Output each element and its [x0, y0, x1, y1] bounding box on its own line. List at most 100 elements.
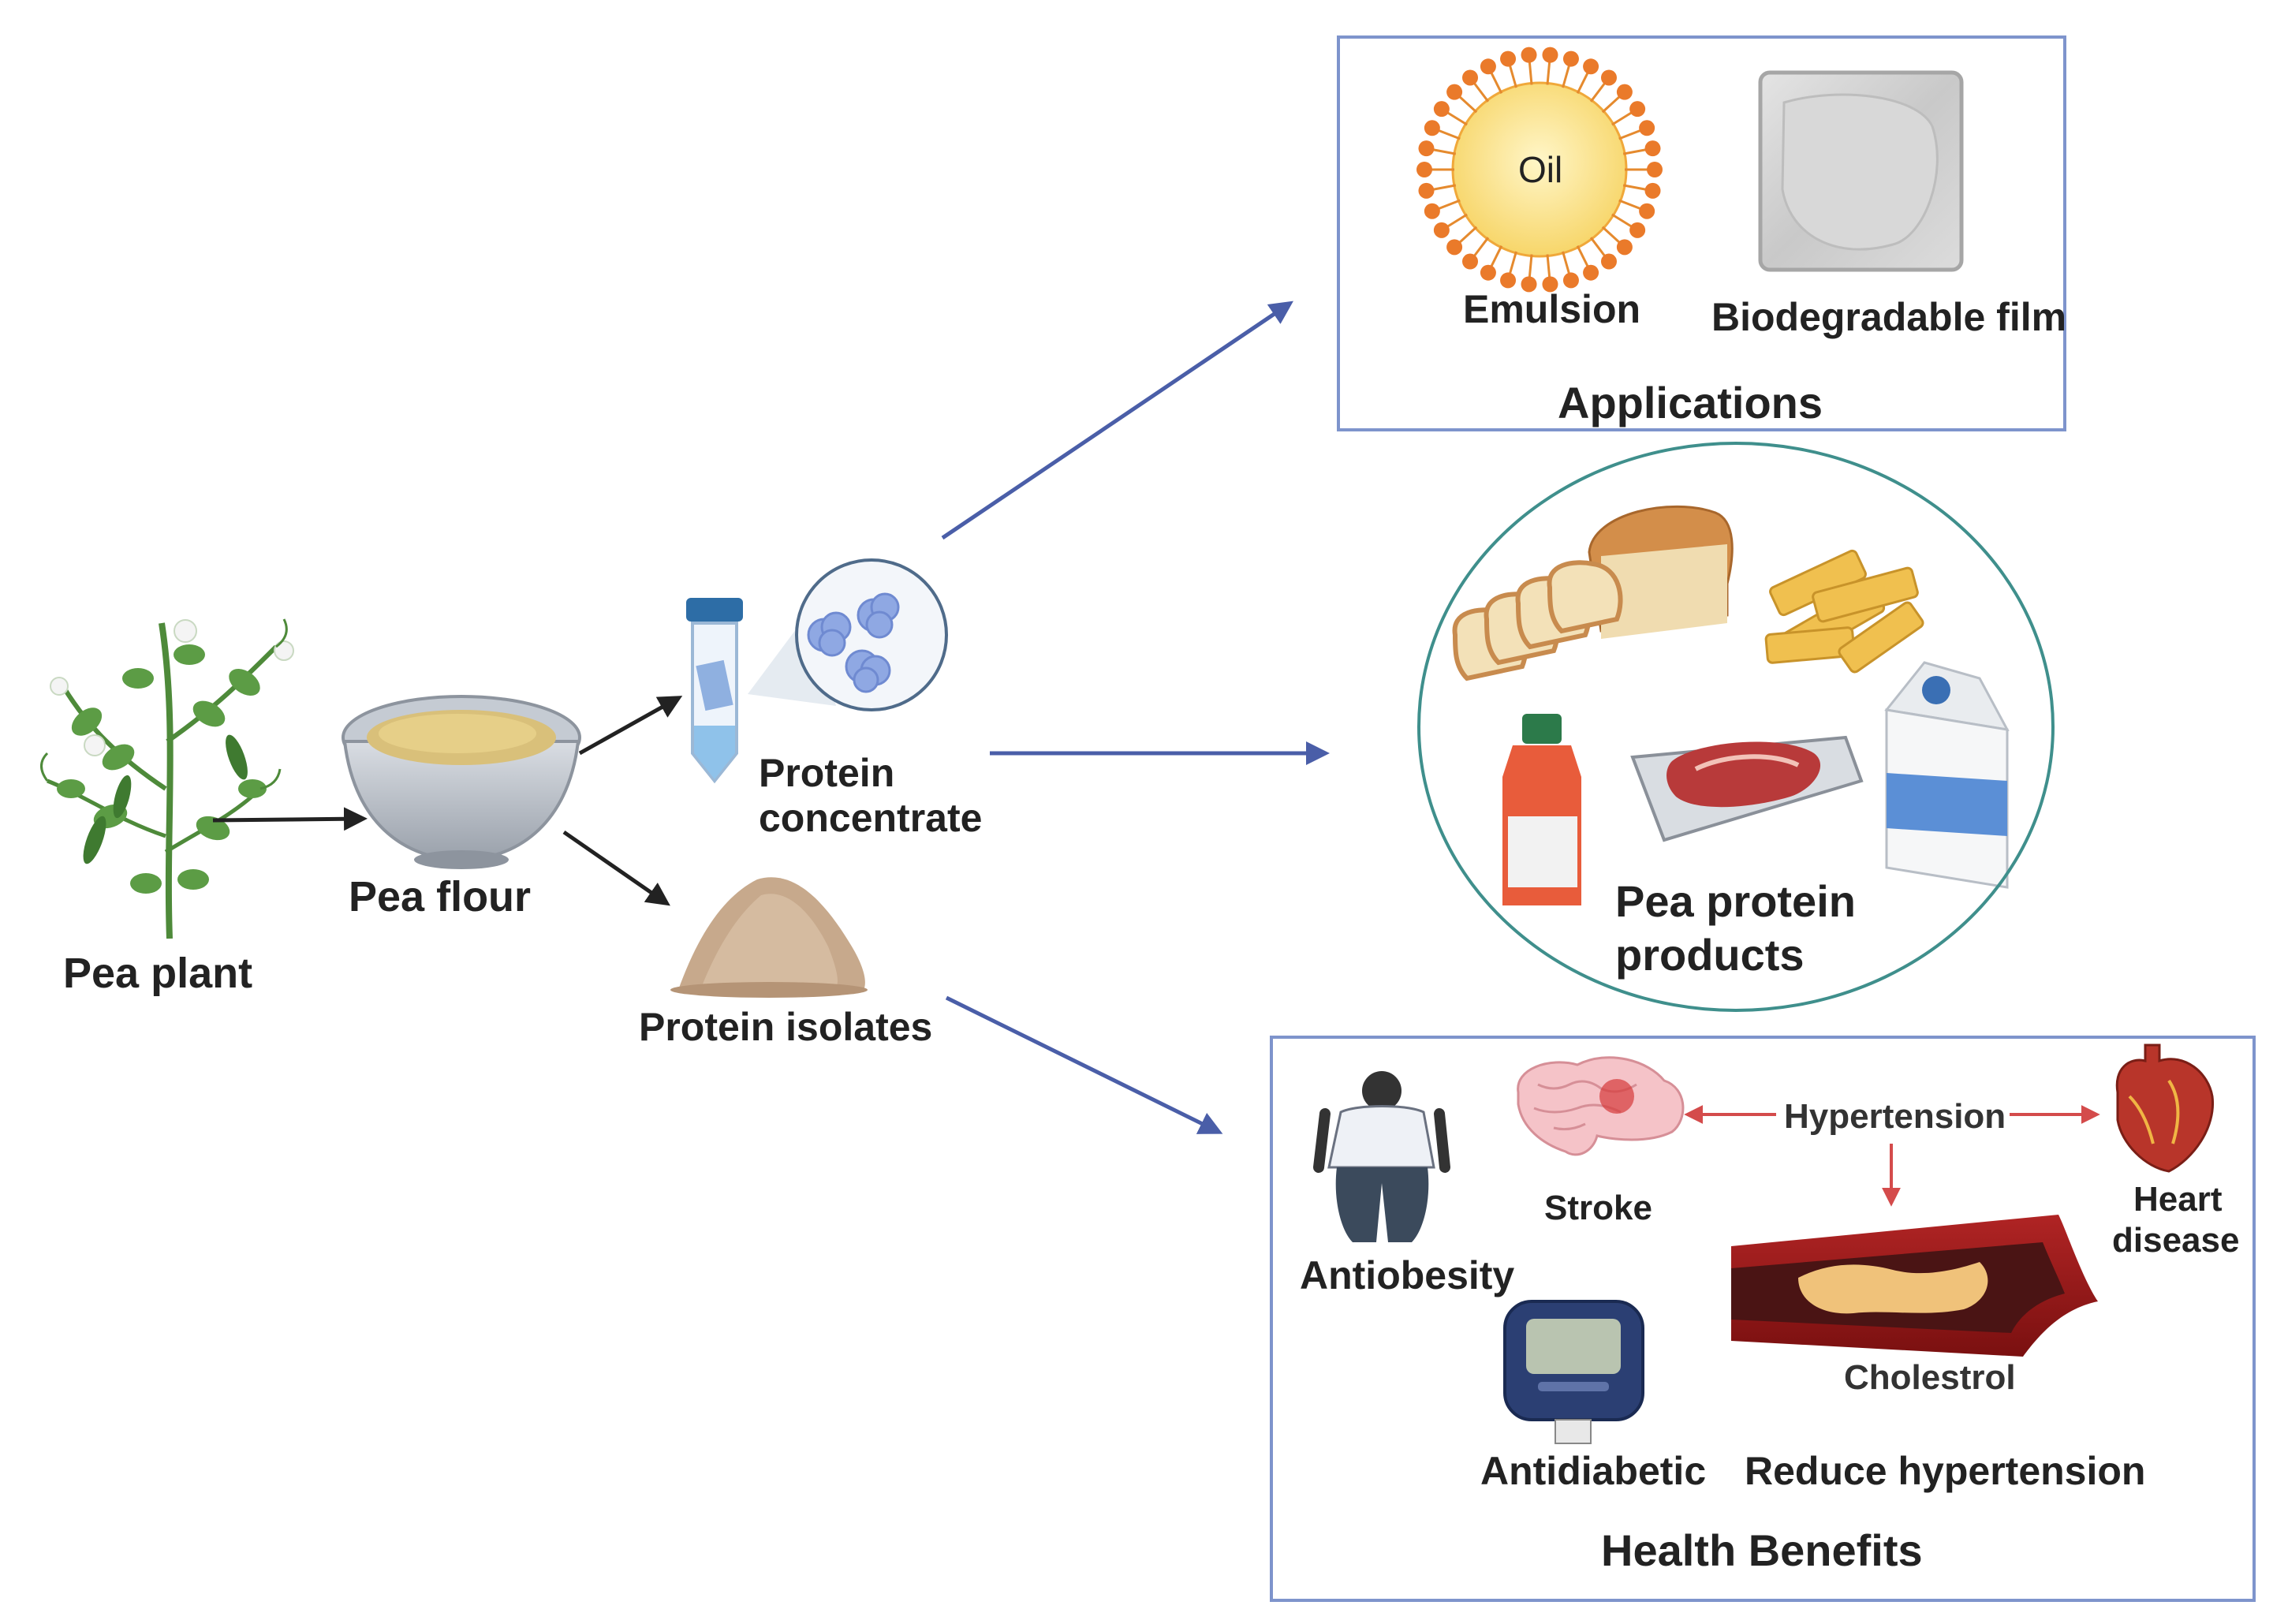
person-icon	[1313, 1071, 1450, 1242]
surfactant-head	[1583, 264, 1599, 281]
surfactant-head	[1629, 222, 1646, 238]
surfactant-tail	[1528, 61, 1533, 85]
arrow-to-health	[945, 995, 1223, 1134]
surfactant-tail	[1458, 226, 1478, 245]
surfactant-tail	[1458, 95, 1478, 114]
protein-concentrate-label-line1: Protein	[759, 751, 895, 795]
surfactant-head	[1647, 162, 1663, 177]
surfactant-tail	[1611, 213, 1633, 228]
surfactant-tail	[1589, 237, 1607, 258]
surfactant-head	[1639, 203, 1655, 219]
hypertension-label: Hypertension	[1784, 1097, 2006, 1136]
emulsion-label: Emulsion	[1463, 287, 1641, 331]
surfactant-head	[1616, 84, 1633, 100]
pea-flour-label: Pea flour	[349, 873, 532, 920]
surfactant-head	[1542, 47, 1558, 63]
oil-label: Oil	[1518, 149, 1563, 190]
surfactant-head	[1542, 276, 1558, 293]
surfactant-head	[1644, 182, 1661, 199]
surfactant-tail	[1508, 64, 1517, 88]
surfactant-head	[1446, 239, 1463, 256]
surfactant-tail	[1432, 148, 1457, 155]
heart-disease-label-line2: disease	[2112, 1221, 2240, 1260]
products-title-line2: products	[1615, 930, 1805, 980]
surfactant-tail	[1490, 245, 1503, 268]
surfactant-tail	[1562, 64, 1571, 88]
surfactant-head	[1521, 276, 1537, 293]
surfactant-tail	[1508, 251, 1517, 275]
surfactant-tail	[1546, 61, 1551, 85]
surfactant-head	[1629, 101, 1646, 118]
applications-title: Applications	[1558, 378, 1823, 427]
arrow-to-applications	[941, 301, 1293, 540]
brain-icon	[1517, 1056, 1685, 1156]
surfactant-tail	[1432, 184, 1457, 191]
heart-icon	[2115, 1043, 2215, 1173]
surfactant-head	[1562, 272, 1579, 289]
surfactant-head	[1446, 84, 1463, 100]
biodegradable-film-label: Biodegradable film	[1711, 295, 2067, 339]
glucose-meter-icon	[1503, 1300, 1644, 1444]
surfactant-head	[1562, 50, 1579, 67]
antiobesity-label: Antiobesity	[1300, 1253, 1515, 1297]
protein-isolate-pile-icon	[670, 877, 868, 998]
surfactant-head	[1521, 47, 1537, 63]
surfactant-tail	[1437, 199, 1461, 211]
surfactant-tail	[1528, 254, 1533, 278]
surfactant-tail	[1589, 81, 1607, 103]
test-tube-icon	[686, 598, 743, 784]
magnifier-circle-icon	[795, 558, 948, 711]
artery-icon	[1731, 1215, 2098, 1357]
surfactant-tail	[1622, 184, 1647, 191]
surfactant-tail	[1472, 237, 1490, 258]
cholesterol-label: Cholestrol	[1844, 1358, 2016, 1397]
protein-isolates-label: Protein isolates	[639, 1005, 933, 1049]
heart-disease-label-line1: Heart	[2133, 1180, 2223, 1219]
flour-bowl-icon	[342, 695, 581, 869]
surfactant-head	[1433, 101, 1450, 118]
products-circle	[1417, 442, 2055, 1012]
surfactant-head	[1433, 222, 1450, 238]
arrow-flour-to-concentrate	[578, 696, 683, 756]
surfactant-head	[1424, 120, 1440, 136]
surfactant-head	[1416, 162, 1432, 177]
surfactant-head	[1418, 182, 1435, 199]
antidiabetic-label: Antidiabetic	[1480, 1449, 1707, 1493]
surfactant-head	[1583, 58, 1599, 75]
surfactant-tail	[1611, 111, 1633, 126]
emulsion-droplet-icon	[1416, 47, 1663, 293]
biodegradable-film-icon	[1758, 70, 1964, 272]
applications-panel	[1337, 35, 2066, 431]
protein-concentrate-label-line2: concentrate	[759, 796, 983, 840]
surfactant-tail	[1576, 71, 1589, 94]
reduce-hypertension-label: Reduce hypertension	[1745, 1449, 2146, 1493]
surfactant-head	[1600, 253, 1617, 270]
pea-plant-label: Pea plant	[63, 950, 253, 997]
surfactant-head	[1639, 120, 1655, 136]
surfactant-head	[1424, 203, 1440, 219]
pea-plant-icon	[40, 618, 294, 939]
surfactant-tail	[1446, 111, 1468, 126]
surfactant-tail	[1490, 71, 1503, 94]
surfactant-tail	[1601, 95, 1621, 114]
surfactant-head	[1500, 50, 1517, 67]
health-benefits-title: Health Benefits	[1601, 1525, 1923, 1575]
products-title-line1: Pea protein	[1615, 876, 1856, 926]
surfactant-tail	[1446, 213, 1468, 228]
surfactant-head	[1480, 58, 1496, 75]
surfactant-head	[1616, 239, 1633, 256]
surfactant-head	[1500, 272, 1517, 289]
health-benefits-panel	[1270, 1036, 2256, 1602]
surfactant-tail	[1618, 199, 1642, 211]
stroke-label: Stroke	[1544, 1189, 1652, 1227]
surfactant-tail	[1562, 251, 1571, 275]
surfactant-tail	[1622, 148, 1647, 155]
surfactant-tail	[1437, 129, 1461, 140]
surfactant-head	[1600, 69, 1617, 86]
surfactant-head	[1462, 253, 1479, 270]
surfactant-tail	[1472, 81, 1490, 103]
surfactant-tail	[1601, 226, 1621, 245]
surfactant-tail	[1618, 129, 1642, 140]
arrow-flour-to-isolates	[562, 830, 670, 906]
surfactant-head	[1418, 140, 1435, 157]
